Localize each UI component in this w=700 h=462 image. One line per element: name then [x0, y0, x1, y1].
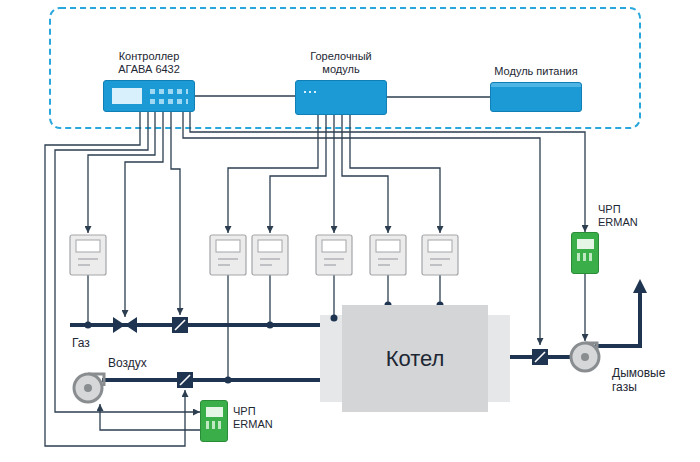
- signal-connector: [387, 96, 490, 97]
- fans: [74, 343, 599, 402]
- signal-connector: [55, 112, 200, 412]
- vfd-device: ЧРП ERMAN: [200, 400, 228, 442]
- node-text: Горелочный модуль: [296, 50, 386, 76]
- signal-connector: [190, 112, 585, 232]
- boiler-flange: [488, 315, 510, 402]
- node-text: ЧРП ERMAN: [598, 203, 642, 229]
- node-text: Котел: [386, 346, 445, 372]
- signal-connector: [195, 95, 295, 96]
- flow-label: Воздух: [108, 356, 168, 370]
- controller-device: Контроллер АГАВА 6432: [103, 80, 195, 112]
- boiler-body: Котел: [342, 305, 488, 412]
- power-module: Модуль питания: [490, 82, 582, 112]
- vfd-device: ЧРП ERMAN: [571, 232, 599, 274]
- gas-valve: [113, 317, 137, 333]
- node-text: Контроллер АГАВА 6432: [104, 50, 194, 76]
- node-text: Модуль питания: [491, 65, 581, 78]
- flow-label: Газ: [72, 336, 112, 350]
- system-boundary: [50, 8, 640, 128]
- burner-module: Горелочный модуль: [295, 80, 387, 115]
- node-text: ЧРП ERMAN: [233, 405, 283, 431]
- sensor-devices: [70, 235, 458, 275]
- boiler-flange: [320, 315, 342, 402]
- flow-label: Дымовые газы: [612, 366, 672, 394]
- control-wires: [45, 112, 585, 446]
